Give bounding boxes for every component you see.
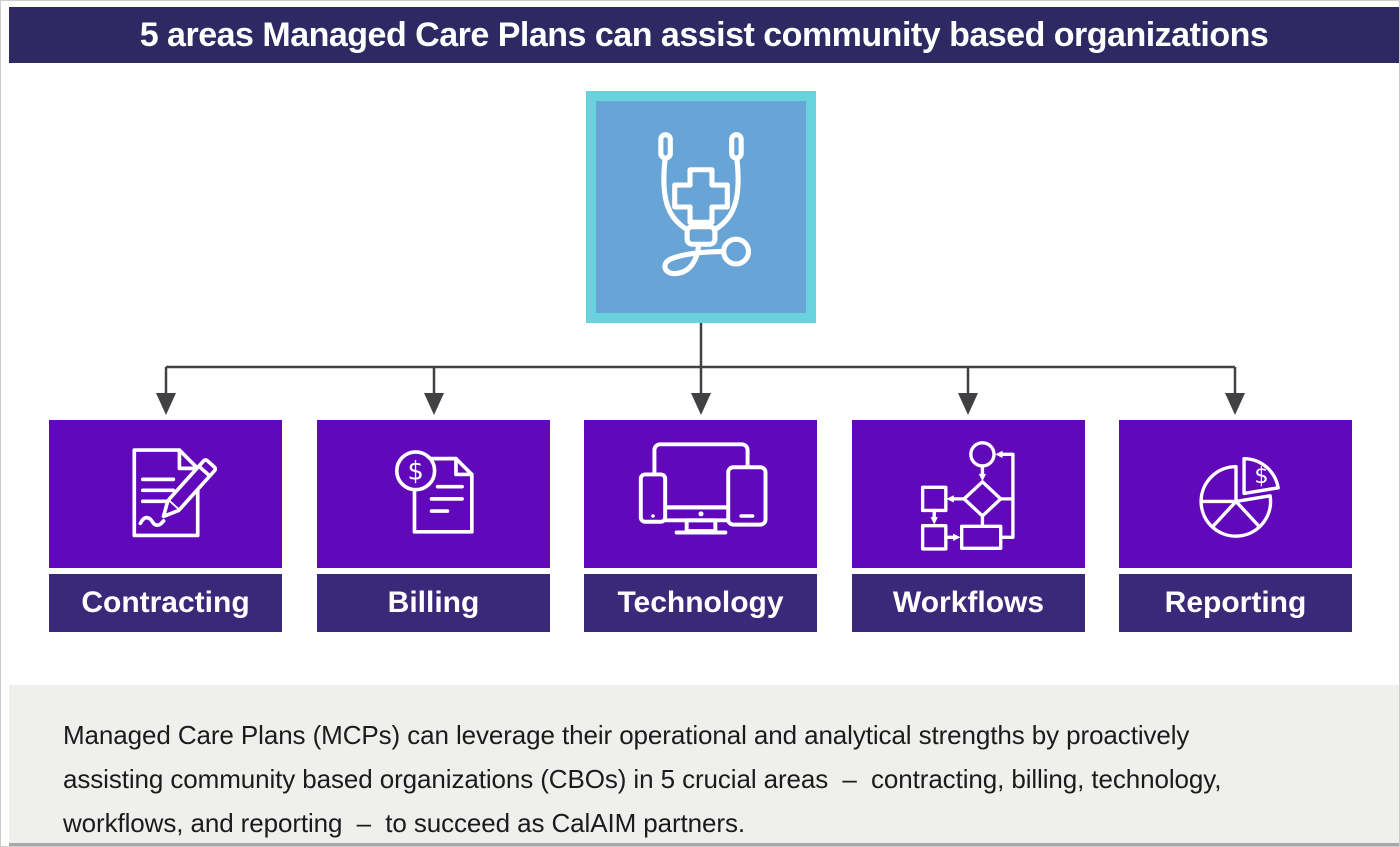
billing-invoice-icon: $ <box>394 450 474 534</box>
pie-chart-dollar-icon: $ <box>1198 456 1280 538</box>
area-technology: Technology <box>584 420 817 632</box>
summary-band: Managed Care Plans (MCPs) can leverage t… <box>9 685 1399 846</box>
billing-icon-box: $ <box>317 420 550 568</box>
area-reporting: $ Reporting <box>1119 420 1352 632</box>
summary-line-2: assisting community based organizations … <box>63 764 1222 794</box>
flowchart-icon <box>920 441 1015 551</box>
contract-signing-icon <box>131 448 217 538</box>
devices-icon <box>638 441 767 534</box>
summary-line-3: workflows, and reporting – to succeed as… <box>63 808 745 838</box>
page-title: 5 areas Managed Care Plans can assist co… <box>139 15 1269 54</box>
label-bar-reporting: Reporting <box>1119 574 1352 632</box>
label-bar-billing: Billing <box>317 574 550 632</box>
label-bar-contracting: Contracting <box>49 574 282 632</box>
label-bar-workflows: Workflows <box>852 574 1085 632</box>
connector-arrows <box>156 323 1245 415</box>
area-label: Workflows <box>892 586 1045 619</box>
area-workflows: Workflows <box>852 420 1085 632</box>
area-label: Reporting <box>1164 586 1307 619</box>
label-bar-technology: Technology <box>584 574 817 632</box>
area-label: Contracting <box>81 586 250 619</box>
contracting-icon-box <box>49 420 282 568</box>
technology-icon-box <box>584 420 817 568</box>
dollar-glyph: $ <box>1254 463 1268 489</box>
area-label: Technology <box>617 586 784 619</box>
dollar-glyph: $ <box>407 456 423 486</box>
area-label: Billing <box>387 586 480 619</box>
title-bar: 5 areas Managed Care Plans can assist co… <box>9 7 1399 63</box>
area-contracting: Contracting <box>49 420 282 632</box>
summary-line-1: Managed Care Plans (MCPs) can leverage t… <box>63 720 1190 750</box>
stethoscope-icon <box>658 132 752 277</box>
workflows-icon-box <box>852 420 1085 568</box>
managed-care-hub-box <box>586 91 816 323</box>
area-billing: $ Billing <box>317 420 550 632</box>
reporting-icon-box: $ <box>1119 420 1352 568</box>
